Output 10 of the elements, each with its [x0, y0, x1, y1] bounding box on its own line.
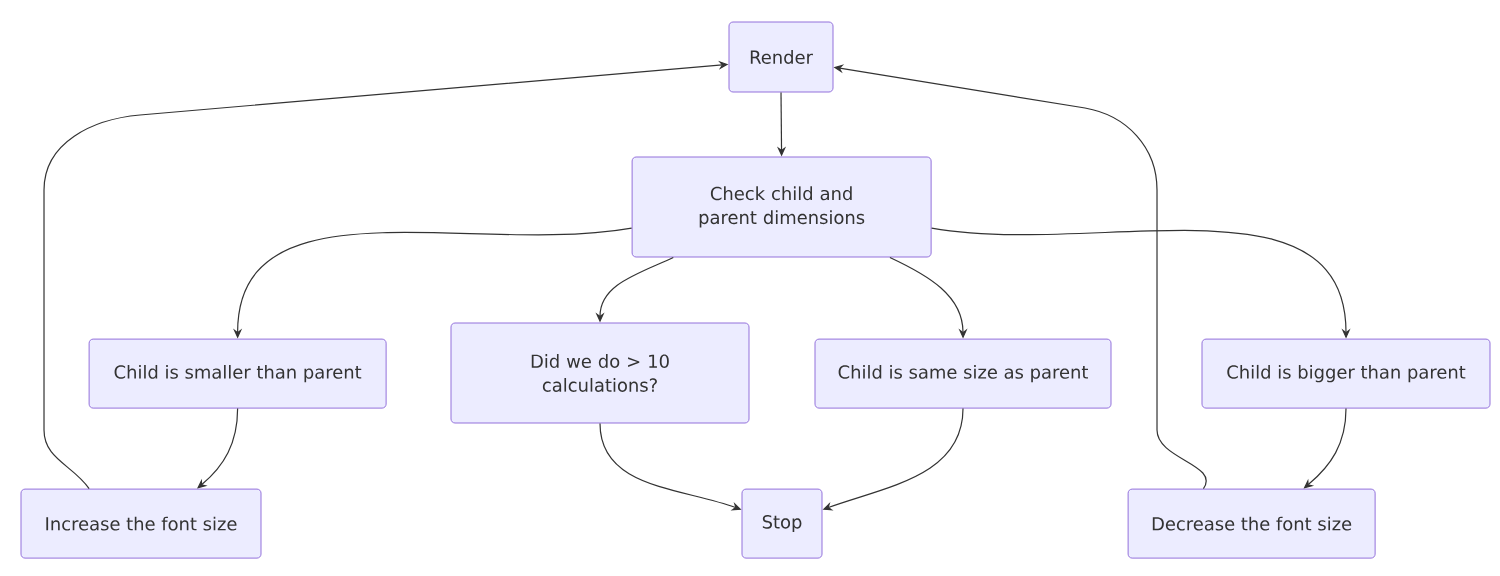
process-box: Increase the font size	[20, 488, 262, 559]
process-box: Decrease the font size	[1127, 488, 1376, 559]
arrow	[197, 408, 239, 489]
process-box: Child is same size as parent	[814, 338, 1112, 409]
process-box: Child is smaller than parent	[88, 338, 387, 409]
process-box: Render	[728, 21, 834, 93]
process-box: Stop	[741, 488, 823, 559]
process-box: Did we do > 10 calculations?	[450, 322, 750, 424]
process-box: Child is bigger than parent	[1201, 338, 1491, 409]
process-box: Check child and parent dimensions	[631, 156, 932, 258]
